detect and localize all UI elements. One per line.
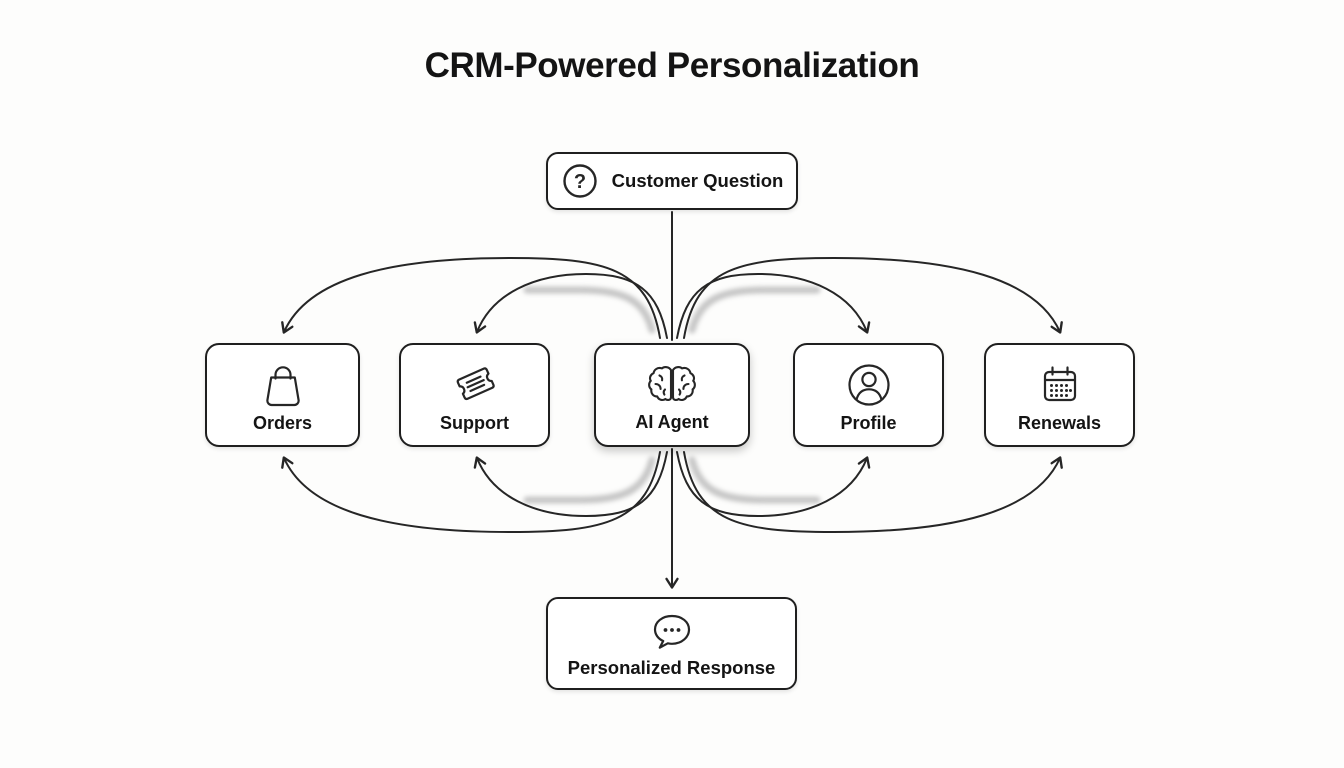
arrow-fanout-bottom-renewals: [683, 451, 1063, 534]
node-label: Personalized Response: [567, 657, 776, 679]
arrow-fanout-top-profile: [676, 272, 871, 339]
arrow-fanout-bottom-orders: [281, 451, 661, 534]
shadow-curve-bottom-right: [688, 456, 821, 504]
arrow-fanout-bottom-support: [473, 451, 668, 518]
node-ai-agent: AI Agent: [594, 343, 750, 447]
node-renewals: Renewals: [984, 343, 1135, 447]
node-label: Orders: [252, 413, 313, 433]
node-label: Customer Question: [611, 169, 784, 191]
node-customer-question: ? Customer Question: [546, 152, 798, 210]
question-circle-icon: ?: [561, 162, 599, 200]
arrow-fanout-top-support: [473, 272, 668, 339]
node-profile: Profile: [793, 343, 944, 447]
user-circle-icon: [846, 362, 892, 408]
node-label: Support: [440, 413, 509, 433]
node-label: Profile: [840, 413, 897, 433]
node-label: Renewals: [1017, 413, 1102, 433]
node-personalized-response: Personalized Response: [546, 597, 797, 690]
svg-text:?: ?: [574, 171, 586, 193]
node-label: AI Agent: [635, 412, 709, 432]
arrow-fanout-top-orders: [281, 256, 661, 339]
brain-icon: [645, 363, 699, 407]
calendar-icon: [1037, 362, 1083, 408]
node-support: Support: [399, 343, 550, 447]
arrow-fanout-top-renewals: [683, 256, 1063, 339]
node-orders: Orders: [205, 343, 360, 447]
page-title: CRM-Powered Personalization: [424, 46, 920, 85]
shadow-curve-bottom-left: [523, 456, 656, 504]
ticket-icon: [450, 362, 500, 408]
shadow-curve-top-right: [688, 286, 821, 334]
shopping-bag-icon: [260, 362, 306, 408]
arrow-fanout-bottom-profile: [676, 451, 871, 518]
chat-bubble-icon: [646, 609, 698, 655]
shadow-curve-top-left: [523, 286, 656, 334]
